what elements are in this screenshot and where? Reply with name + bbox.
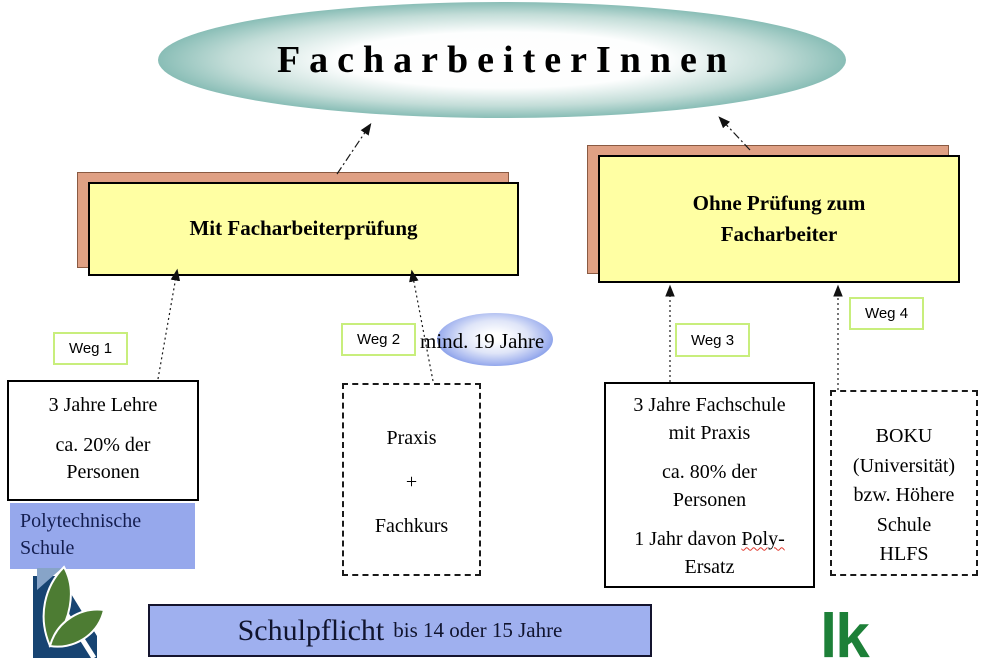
fachschule-line2: mit Praxis [668,421,751,444]
lehre-line2: ca. 20% der [55,433,151,456]
ohne-pruefung-line1: Ohne Prüfung zum [692,190,866,215]
lehre-line3: Personen [66,461,140,484]
slide-title: FacharbeiterInnen [276,39,737,81]
fachschule-line5: 1 Jahr davon Poly- [606,526,813,554]
fachschule-line4: Personen [672,488,747,511]
fachschule-line1: 3 Jahre Fachschule [633,394,786,416]
ohne-pruefung-line2: Facharbeiter [720,222,838,246]
boku-line5: HLFS [879,543,929,566]
arrow-mit-to-title [336,123,372,175]
fachschule-line5-prefix: 1 Jahr davon [634,528,742,551]
praxis-plus: + [405,471,418,493]
praxis-box: Praxis + Fachkurs [342,383,481,576]
fachschule-line6: Ersatz [684,555,735,578]
poly-line2: Schule [20,537,75,559]
schulpflicht-small: bis 14 oder 15 Jahre [393,618,563,642]
weg1-text: Weg 1 [68,340,113,357]
title-ellipse: FacharbeiterInnen [158,2,846,118]
lfi-leaf-logo [33,565,106,660]
boku-line2: (Universität) [852,454,956,477]
schulpflicht-bar: Schulpflicht bis 14 oder 15 Jahre [148,604,652,657]
fachschule-line3: ca. 80% der [662,461,757,484]
arrow-weg1 [157,268,181,380]
ohne-pruefung-box: Ohne Prüfung zum Facharbeiter [598,155,960,283]
praxis-line2: Fachkurs [374,515,449,537]
weg2-label: Weg 2 [341,323,416,356]
lk-logo: lk [820,602,870,665]
boku-line4: Schule [876,513,932,536]
weg2-text: Weg 2 [356,331,401,348]
fachschule-line5-poly: Poly- [741,528,785,551]
lehre-line1: 3 Jahre Lehre [48,394,158,416]
min-age-text: mind. 19 Jahre [420,329,545,353]
weg4-text: Weg 4 [864,305,909,322]
boku-line3: bzw. Höhere [853,484,955,507]
min-age-ellipse [437,313,553,366]
weg4-label: Weg 4 [849,297,924,330]
boku-line1: BOKU [875,425,933,447]
praxis-line1: Praxis [386,427,437,449]
poly-schule-box: Polytechnische Schule [10,503,195,569]
mit-pruefung-box: Mit Facharbeiterprüfung [88,182,519,276]
fachschule-box: 3 Jahre Fachschule mit Praxis ca. 80% de… [604,382,815,588]
schulpflicht-big: Schulpflicht [237,613,385,647]
weg3-label: Weg 3 [675,323,750,357]
lehre-box: 3 Jahre Lehre ca. 20% der Personen [7,380,199,501]
poly-line1: Polytechnische [20,510,142,532]
boku-box: BOKU (Universität) bzw. Höhere Schule HL… [830,390,978,576]
mit-pruefung-label: Mit Facharbeiterprüfung [189,216,418,241]
weg3-text: Weg 3 [690,331,735,349]
weg1-label: Weg 1 [53,332,128,365]
